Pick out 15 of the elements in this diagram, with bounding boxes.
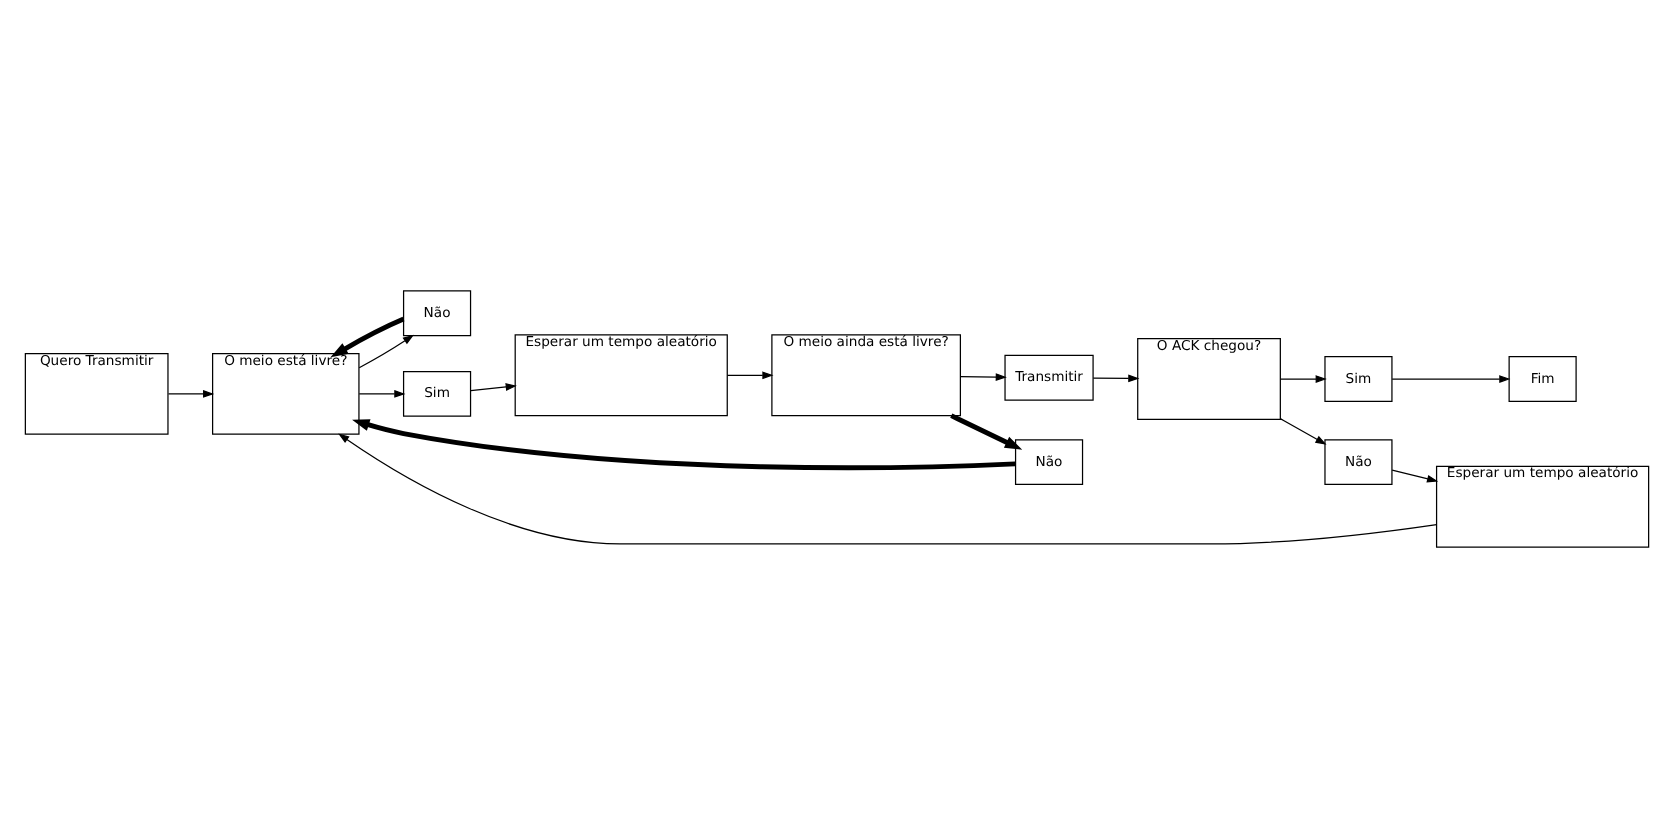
- arrow: [1092, 374, 1140, 383]
- arrow: [167, 389, 215, 398]
- arrow: [352, 419, 1016, 471]
- arrow: [950, 413, 1023, 450]
- arrow: [1391, 469, 1439, 483]
- arrow: [330, 316, 405, 358]
- arrow: [1280, 375, 1327, 383]
- arrow: [338, 433, 1438, 545]
- arrow: [726, 371, 774, 380]
- arrow: [1280, 418, 1327, 445]
- arrow: [358, 389, 406, 398]
- arrow: [960, 373, 1007, 381]
- arrow: [1391, 375, 1511, 383]
- arrow: [358, 334, 414, 369]
- arrow: [470, 383, 517, 392]
